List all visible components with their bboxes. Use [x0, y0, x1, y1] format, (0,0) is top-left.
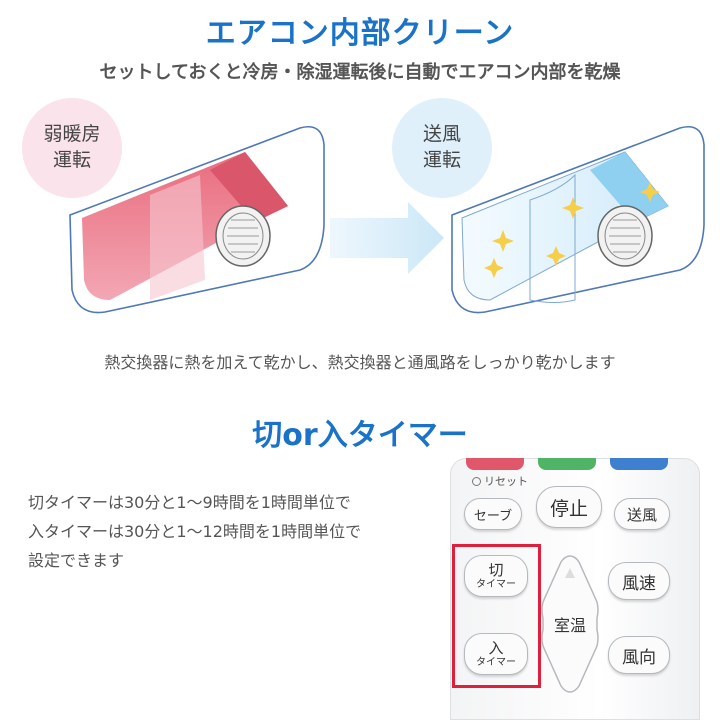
remote-control: リセット セーブ 停止 送風 切 タイマー 入 タイマー 室温 風速 風向 — [450, 458, 700, 720]
weak-heating-line2: 運転 — [52, 149, 91, 171]
timer-highlight-box — [452, 544, 541, 688]
desc-line: 入タイマーは30分と1～12時間を1時間単位で — [28, 522, 362, 541]
reset-label: リセット — [484, 475, 528, 488]
on-timer-top: 入 — [488, 639, 504, 658]
reset-dot-icon — [472, 476, 481, 486]
on-timer-bottom: タイマー — [476, 656, 516, 668]
weak-heating-line1: 弱暖房 — [43, 123, 101, 146]
timer-description: 切タイマーは30分と1～9時間を1時間単位で 入タイマーは30分と1～12時間を… — [28, 488, 361, 575]
section1-subtitle: セットしておくと冷房・除湿運転後に自動でエアコン内部を乾燥 — [99, 62, 621, 83]
fan-speed-button[interactable]: 風速 — [608, 562, 670, 600]
set-button[interactable]: セーブ — [464, 498, 522, 530]
fan-label: 送風 — [626, 505, 657, 524]
desc-line: 切タイマーは30分と1～9時間を1時間単位で — [28, 493, 351, 512]
direction-label: 風向 — [622, 647, 656, 668]
set-label: セーブ — [473, 508, 513, 524]
fan-speed-label: 風速 — [622, 573, 656, 594]
red-button[interactable] — [466, 458, 524, 470]
section1-title: エアコン内部クリーン — [205, 16, 515, 51]
green-button[interactable] — [538, 458, 596, 470]
off-timer-top: 切 — [488, 561, 504, 580]
fan-mode-badge: 送風 運転 — [392, 98, 492, 198]
section1-caption: 熱交換器に熱を加えて乾かし、熱交換器と通風路をしっかり乾かします — [104, 353, 616, 372]
section2-title: 切or入タイマー — [252, 418, 468, 453]
weak-heating-badge: 弱暖房 運転 — [22, 98, 122, 198]
fan-mode-line1: 送風 — [422, 123, 461, 146]
temp-rocker-icon — [541, 555, 599, 693]
stop-button[interactable]: 停止 — [536, 486, 602, 528]
blue-button[interactable] — [610, 458, 668, 470]
stop-label: 停止 — [549, 497, 588, 520]
on-timer-button[interactable]: 入 タイマー — [464, 633, 528, 675]
desc-line: 設定できます — [28, 551, 125, 570]
off-timer-bottom: タイマー — [476, 578, 516, 590]
room-temp-control[interactable]: 室温 — [539, 554, 601, 694]
cool-unit — [451, 126, 705, 314]
fan-button[interactable]: 送風 — [614, 498, 670, 530]
fan-mode-line2: 運転 — [422, 149, 461, 171]
arrow-icon — [330, 202, 444, 274]
reset-button[interactable]: リセット — [472, 473, 528, 489]
room-temp-label: 室温 — [553, 616, 586, 635]
air-conditioner-illustration — [69, 126, 705, 314]
direction-button[interactable]: 風向 — [608, 636, 670, 674]
off-timer-button[interactable]: 切 タイマー — [464, 555, 528, 597]
warm-unit — [69, 126, 325, 314]
